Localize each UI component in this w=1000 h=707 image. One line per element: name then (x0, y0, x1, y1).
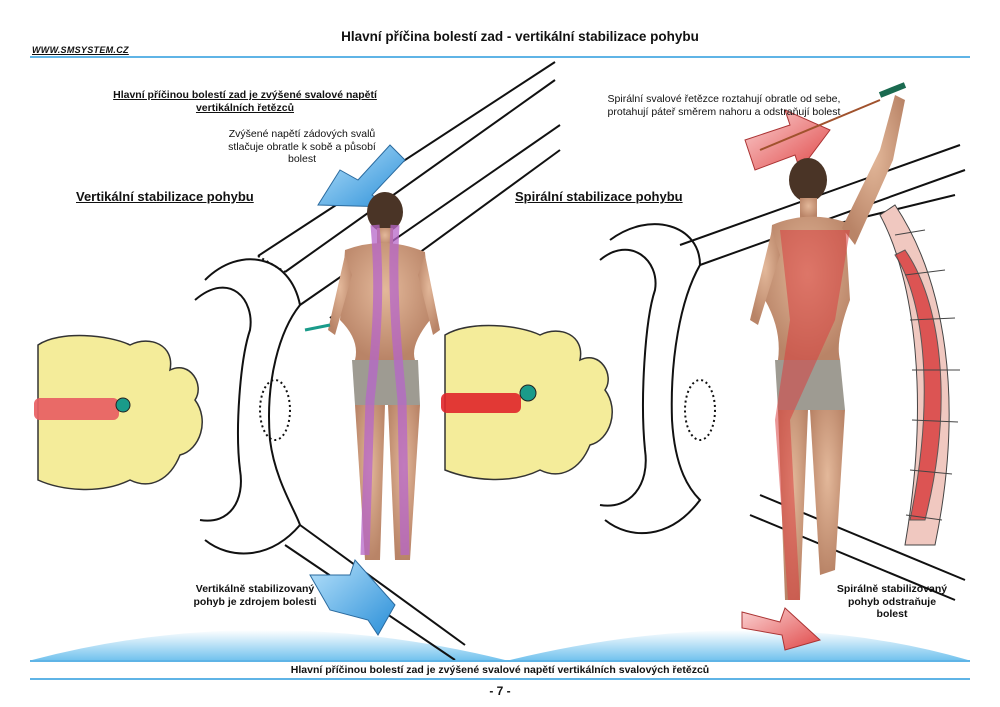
left-heading: Vertikální stabilizace pohybu (76, 189, 254, 204)
ground-right (510, 630, 968, 660)
ground-left (32, 630, 505, 660)
footer-rule-top (30, 660, 970, 662)
left-top-note: Hlavní příčinou bolestí zad je zvýšené s… (113, 89, 377, 114)
right-bottom-note: Spirálně stabilizovaný pohyb odstraňuje … (836, 583, 948, 621)
left-joint-diagram (194, 61, 561, 661)
left-arrow-bottom (309, 559, 396, 636)
left-bottom-note: Vertikálně stabilizovaný pohyb je zdroje… (193, 583, 317, 608)
right-joint-diagram (599, 144, 966, 601)
footer-rule-bottom (30, 678, 970, 680)
footer-text: Hlavní příčinou bolestí zad je zvýšené s… (290, 664, 710, 676)
right-vertebrae (441, 324, 613, 481)
site-logo[interactable]: WWW.SMSYSTEM.CZ (32, 45, 129, 55)
page-number: - 7 - (489, 684, 511, 698)
right-arrow-top (744, 109, 831, 172)
right-figure (750, 82, 907, 600)
left-arrow-note: Zvýšené napětí zádových svalů stlačuje o… (228, 128, 376, 166)
page-title: Hlavní příčina bolestí zad - vertikální … (341, 29, 699, 44)
right-spine-schematic (879, 204, 960, 546)
right-heading: Spirální stabilizace pohybu (515, 189, 683, 204)
right-arrow-bottom (741, 607, 821, 651)
left-figure (304, 192, 440, 560)
header-rule (30, 56, 970, 58)
left-vertebrae (34, 334, 203, 491)
right-top-note: Spirální svalové řetězce roztahují obrat… (607, 93, 841, 118)
